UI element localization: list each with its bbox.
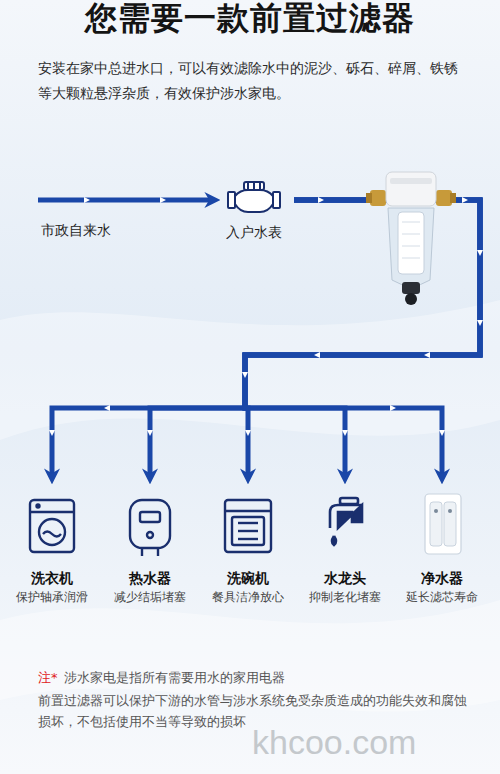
appliance-node: 洗碗机餐具洁净放心 — [202, 480, 294, 608]
pipe-connector — [245, 200, 480, 478]
node-title: 净水器 — [421, 568, 463, 588]
pipe-connector — [150, 200, 480, 478]
note-marker: 注* — [38, 668, 58, 688]
faucet-icon — [330, 498, 362, 545]
appliance-node: 净水器延长滤芯寿命 — [396, 480, 488, 608]
note-text: 涉水家电是指所有需要用水的家用电器 — [64, 668, 464, 688]
node-subtitle: 减少结垢堵塞 — [114, 588, 186, 606]
flow-arrows — [49, 197, 483, 436]
appliance-node: 水龙头抑制老化堵塞 — [299, 480, 391, 608]
pipe-connector — [52, 200, 480, 478]
pipe-connector — [245, 200, 480, 478]
source-label: 市政自来水 — [36, 190, 116, 244]
washing-machine-icon — [30, 500, 74, 552]
node-subtitle: 餐具洁净放心 — [212, 588, 284, 606]
water-purifier-icon — [425, 494, 461, 554]
description-text: 安装在家中总进水口，可以有效滤除水中的泥沙、砾石、碎屑、铁锈等大颗粒悬浮杂质，有… — [38, 56, 470, 106]
node-title: 洗碗机 — [227, 568, 269, 588]
appliance-node: 热水器减少结垢堵塞 — [104, 480, 196, 608]
dishwasher-icon — [225, 500, 271, 552]
watermark: khcoo.com — [252, 722, 416, 762]
prefilter-illustration — [366, 172, 456, 305]
pipe-connector — [245, 200, 480, 478]
node-subtitle: 延长滤芯寿命 — [406, 588, 478, 606]
page-title: 您需要一款前置过滤器 — [0, 0, 500, 38]
node-subtitle: 抑制老化堵塞 — [309, 588, 381, 606]
node-title: 入户水表 — [226, 222, 282, 242]
appliance-node: 洗衣机保护轴承润滑 — [6, 480, 98, 608]
water-heater-icon — [130, 500, 170, 556]
node-title: 热水器 — [129, 568, 171, 588]
node-subtitle: 保护轴承润滑 — [16, 588, 88, 606]
water-meter: 入户水表 — [214, 182, 294, 246]
node-title: 洗衣机 — [31, 568, 73, 588]
water-meter-icon — [228, 182, 280, 212]
pipe-start — [38, 198, 116, 203]
pipe-connector — [116, 198, 214, 203]
node-title: 市政自来水 — [41, 220, 111, 240]
node-title: 水龙头 — [324, 568, 366, 588]
